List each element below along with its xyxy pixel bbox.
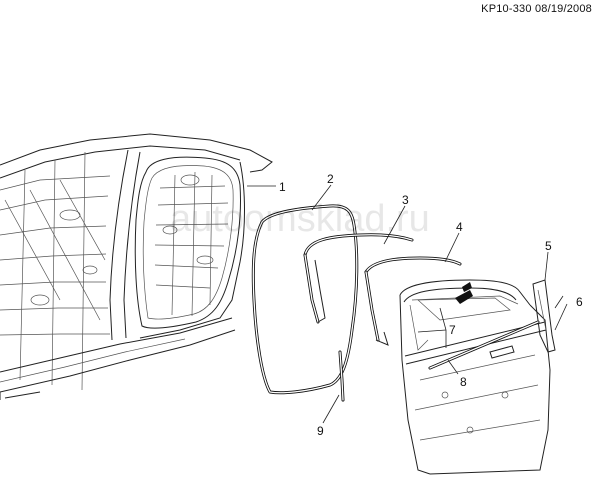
body-frame [0, 133, 273, 400]
part-9-seal-strip [338, 350, 345, 402]
callout-3: 3 [402, 193, 409, 207]
leader-lines [247, 184, 568, 424]
callouts: 1 2 3 4 5 6 7 8 9 [279, 172, 583, 438]
callout-4: 4 [456, 220, 463, 234]
callout-7: 7 [449, 323, 456, 337]
rear-door-panel [399, 279, 551, 475]
callout-1: 1 [279, 180, 286, 194]
callout-8: 8 [460, 375, 467, 389]
diagram-code: KP10-330 08/19/2008 [481, 3, 592, 15]
callout-6: 6 [576, 295, 583, 309]
callout-9: 9 [317, 424, 324, 438]
part-5-applique [532, 279, 556, 353]
callout-2: 2 [327, 172, 334, 186]
callout-5: 5 [545, 239, 552, 253]
part-2-door-weatherstrip [251, 204, 359, 395]
watermark: autoomsklad.ru [170, 198, 430, 240]
part-4-window-channel [364, 256, 462, 346]
part-3-window-channel [303, 233, 414, 324]
